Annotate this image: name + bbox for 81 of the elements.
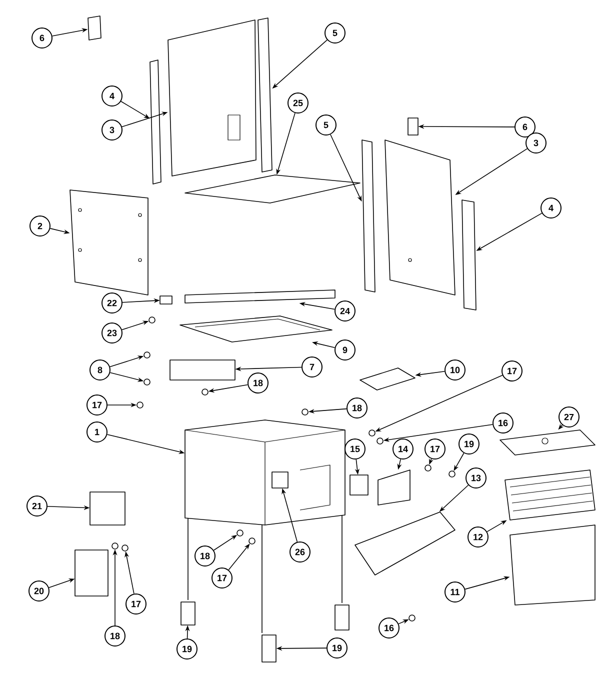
callout-number: 23 bbox=[102, 322, 122, 344]
washer bbox=[202, 388, 208, 396]
callout-number: 18 bbox=[248, 372, 268, 394]
callout-number: 14 bbox=[392, 438, 414, 460]
screw bbox=[424, 464, 432, 472]
screw bbox=[368, 430, 376, 436]
screw bbox=[144, 352, 150, 358]
screw bbox=[248, 538, 256, 544]
trim-strip bbox=[258, 18, 272, 172]
callout-number: 3 bbox=[526, 132, 546, 154]
callout-number: 5 bbox=[316, 114, 336, 136]
callout-number: 17 bbox=[212, 568, 232, 588]
washer bbox=[448, 470, 456, 478]
callout-number: 17 bbox=[86, 394, 108, 416]
bracket bbox=[160, 296, 172, 304]
callout-number: 4 bbox=[102, 86, 122, 106]
box-part bbox=[74, 550, 108, 596]
basket bbox=[504, 470, 596, 520]
callout-number: 16 bbox=[378, 618, 400, 638]
callout-number: 9 bbox=[334, 340, 356, 360]
callout-number: 15 bbox=[344, 438, 366, 460]
callout-number: 21 bbox=[26, 496, 48, 516]
callout-number: 11 bbox=[444, 582, 466, 602]
callout-number: 22 bbox=[102, 292, 122, 314]
callout-number: 2 bbox=[30, 216, 50, 236]
callout-number: 7 bbox=[302, 356, 322, 378]
bracket bbox=[408, 118, 418, 136]
screw bbox=[148, 316, 156, 324]
trim-strip bbox=[362, 140, 376, 292]
support-tray bbox=[180, 316, 332, 342]
drip-tray bbox=[354, 512, 456, 576]
callout-number: 17 bbox=[502, 360, 522, 382]
callout-number: 19 bbox=[458, 434, 480, 454]
bracket bbox=[272, 472, 288, 488]
drain-pan bbox=[510, 524, 596, 606]
screw bbox=[122, 544, 128, 552]
callout-number: 26 bbox=[290, 542, 310, 562]
crossbar bbox=[184, 290, 336, 304]
screw bbox=[408, 614, 416, 622]
callout-number: 17 bbox=[126, 594, 146, 614]
callout-number: 19 bbox=[326, 638, 348, 658]
callout-number: 5 bbox=[324, 22, 346, 44]
mounting-plate bbox=[350, 474, 368, 496]
foot bbox=[334, 604, 350, 630]
callout-number: 16 bbox=[492, 412, 514, 434]
bracket bbox=[88, 16, 102, 40]
washer bbox=[236, 530, 244, 536]
box-part bbox=[90, 492, 126, 526]
callout-number: 18 bbox=[104, 626, 126, 646]
callout-number: 25 bbox=[288, 92, 308, 114]
callout-number: 24 bbox=[334, 300, 356, 322]
callout-number: 20 bbox=[28, 580, 50, 602]
callout-number: 4 bbox=[540, 198, 562, 218]
callout-number: 6 bbox=[514, 116, 536, 138]
screw bbox=[136, 402, 144, 408]
callout-number: 8 bbox=[90, 360, 110, 380]
side-panel bbox=[70, 190, 148, 296]
trim-strip bbox=[150, 60, 162, 184]
callout-number: 17 bbox=[424, 438, 446, 460]
washer bbox=[302, 408, 308, 416]
cabinet bbox=[184, 420, 346, 526]
callout-number: 13 bbox=[466, 468, 486, 488]
callout-number: 1 bbox=[86, 422, 108, 442]
foot bbox=[180, 602, 196, 626]
foot bbox=[262, 634, 276, 662]
callout-number: 18 bbox=[346, 398, 368, 418]
callout-number: 12 bbox=[468, 526, 488, 548]
callout-number: 18 bbox=[194, 546, 216, 566]
callout-number: 6 bbox=[32, 28, 52, 48]
callout-number: 3 bbox=[102, 120, 122, 140]
washer bbox=[112, 542, 118, 550]
trim-strip bbox=[462, 200, 476, 310]
callout-number: 10 bbox=[444, 360, 466, 380]
screw bbox=[376, 438, 384, 444]
side-panel bbox=[384, 140, 456, 296]
screw bbox=[144, 378, 150, 386]
callout-number: 27 bbox=[558, 406, 580, 428]
cover-plate bbox=[170, 360, 236, 380]
housing bbox=[378, 470, 410, 506]
handle bbox=[360, 368, 416, 390]
callout-number: 19 bbox=[176, 638, 198, 660]
